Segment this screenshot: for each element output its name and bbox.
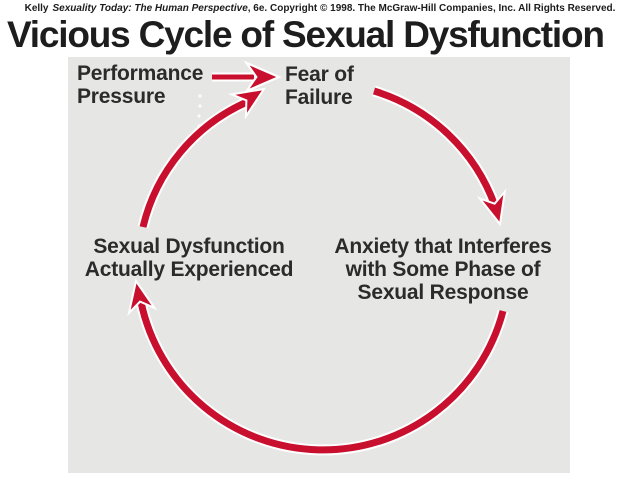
node-label-line: Sexual Dysfunction xyxy=(93,235,285,258)
page-title: Vicious Cycle of Sexual Dysfunction xyxy=(7,14,605,55)
credit-copyright: , 6e. Copyright © 1998. The McGraw-Hill … xyxy=(247,3,616,14)
node-sexual-dysfunction: Sexual Dysfunction Actually Experienced xyxy=(58,235,320,281)
node-label-line: Actually Experienced xyxy=(84,258,294,281)
node-label-line: Fear of xyxy=(285,63,354,86)
credit-book-title: Sexuality Today: The Human Perspective xyxy=(52,3,248,14)
node-label-line: Failure xyxy=(285,86,353,109)
node-label-line: Pressure xyxy=(77,85,166,108)
node-performance-pressure: Performance Pressure xyxy=(77,62,203,108)
node-fear-of-failure: Fear of Failure xyxy=(285,63,354,109)
node-label-line: with Some Phase of xyxy=(345,258,541,281)
node-label-line: Performance xyxy=(77,62,204,85)
node-label-line: Anxiety that Interferes xyxy=(334,235,552,258)
node-label-line: Sexual Response xyxy=(357,281,529,304)
credit-author: Kelly xyxy=(24,3,49,14)
node-anxiety-interferes: Anxiety that Interferes with Some Phase … xyxy=(323,235,563,304)
